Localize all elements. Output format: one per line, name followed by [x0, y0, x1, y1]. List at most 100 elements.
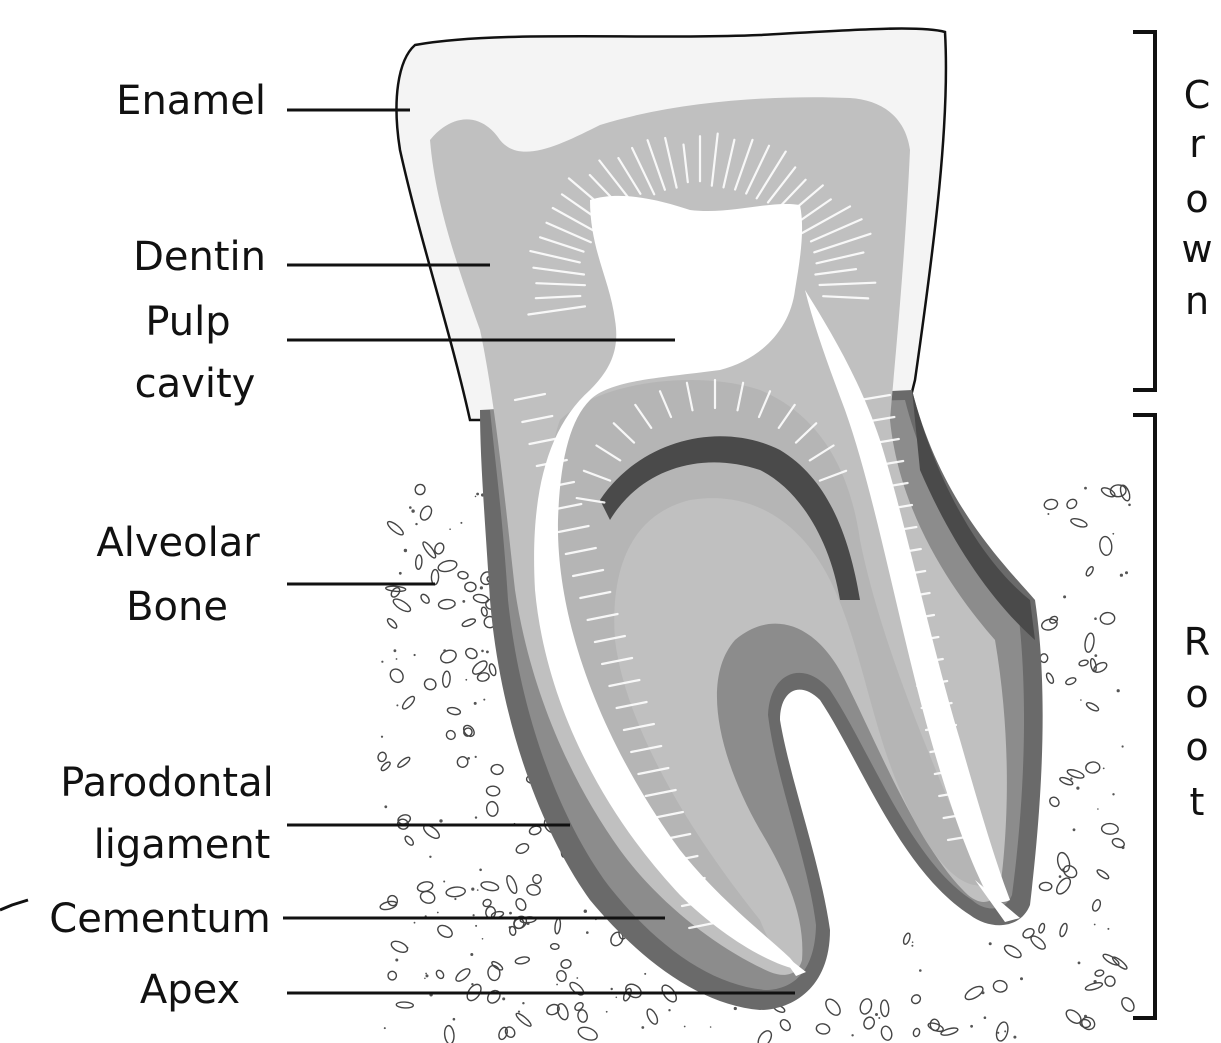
- bone-cell: [1041, 618, 1059, 632]
- bone-dot: [1063, 595, 1066, 598]
- bone-dot: [454, 604, 456, 606]
- bone-dot: [606, 1011, 608, 1013]
- crown-letter-5: n: [1185, 279, 1209, 323]
- bone-dot: [460, 522, 462, 524]
- bone-dot: [1117, 689, 1120, 692]
- bone-dot: [1073, 828, 1076, 831]
- bone-dot: [475, 756, 477, 758]
- label-pulp-line1: Pulp: [145, 299, 230, 345]
- bone-dot: [473, 914, 475, 916]
- bone-dot: [1094, 617, 1097, 620]
- bone-dot: [477, 889, 479, 891]
- bone-dot: [384, 805, 387, 808]
- bone-cell: [902, 932, 911, 945]
- bone-dot: [396, 658, 398, 660]
- bone-dot: [395, 959, 398, 962]
- bone-dot: [875, 1013, 878, 1016]
- bone-dot: [483, 699, 485, 701]
- bone-dot: [616, 997, 618, 999]
- bone-dot: [414, 922, 416, 924]
- bone-dot: [411, 509, 414, 512]
- bone-dot: [404, 549, 407, 552]
- bone-dot: [1076, 787, 1079, 790]
- bone-dot: [878, 1017, 880, 1019]
- bone-dot: [509, 912, 512, 915]
- bone-dot: [1059, 875, 1062, 878]
- bone-dot: [611, 988, 613, 990]
- bone-dot: [684, 1026, 686, 1028]
- bone-dot: [668, 1009, 670, 1011]
- bone-cell: [1043, 498, 1058, 510]
- bone-dot: [556, 984, 558, 986]
- bone-cell: [1054, 876, 1073, 897]
- bone-dot: [912, 941, 914, 943]
- bone-dot: [429, 856, 431, 858]
- cementum-edge-mark: [0, 900, 28, 910]
- root-letter-3: o: [1185, 725, 1208, 769]
- bone-dot: [710, 1026, 712, 1028]
- bone-dot: [437, 912, 439, 914]
- bone-dot: [424, 978, 426, 980]
- label-pulp-line2: cavity: [135, 361, 256, 407]
- label-alveolar-line2: Bone: [126, 584, 228, 630]
- crown-letter-3: o: [1185, 177, 1208, 221]
- bone-dot: [439, 819, 442, 822]
- label-apex: Apex: [140, 967, 240, 1013]
- bone-dot: [414, 654, 416, 656]
- bone-dot: [1112, 533, 1114, 535]
- bone-dot: [1107, 928, 1109, 930]
- bone-dot: [467, 757, 470, 760]
- crown-vertical-label: C r o w n: [1181, 73, 1212, 323]
- bone-dot: [425, 973, 427, 975]
- bone-dot: [576, 977, 578, 979]
- bone-dot: [481, 650, 484, 653]
- bone-dot: [384, 1027, 386, 1029]
- label-enamel: Enamel: [116, 78, 266, 124]
- bone-dot: [470, 953, 473, 956]
- bone-dot: [479, 869, 482, 872]
- bone-dot: [480, 586, 483, 589]
- bone-dot: [982, 991, 985, 994]
- bone-dot: [381, 736, 383, 738]
- label-cementum: Cementum: [49, 896, 270, 942]
- bone-dot: [405, 610, 407, 612]
- bone-dot: [443, 649, 446, 652]
- bone-dot: [475, 496, 477, 498]
- bone-dot: [1078, 962, 1081, 965]
- bone-dot: [1103, 768, 1105, 770]
- bone-dot: [644, 973, 646, 975]
- bone-dot: [399, 572, 402, 575]
- bone-dot: [919, 969, 922, 972]
- bone-dot: [1097, 808, 1099, 810]
- bone-dot: [471, 888, 474, 891]
- bone-dot: [1094, 924, 1096, 926]
- bone-dot: [465, 679, 467, 681]
- bone-dot: [1084, 487, 1087, 490]
- bone-cell: [1039, 882, 1052, 891]
- bone-cell: [1021, 927, 1035, 940]
- label-alveolar-line1: Alveolar: [96, 520, 260, 566]
- root-bracket: [1133, 415, 1155, 1018]
- bone-dot: [476, 493, 479, 496]
- bone-dot: [449, 528, 451, 530]
- bone-dot: [522, 1002, 524, 1004]
- bone-dot: [396, 704, 398, 706]
- bone-dot: [475, 925, 477, 927]
- bone-dot: [394, 649, 397, 652]
- bone-dot: [1047, 513, 1049, 515]
- bone-dot: [997, 1032, 999, 1034]
- bone-dot: [486, 651, 489, 654]
- bone-dot: [1125, 571, 1128, 574]
- bone-dot: [409, 506, 412, 509]
- bone-dot: [381, 661, 383, 663]
- bone-dot: [1020, 977, 1023, 980]
- bone-cell: [1065, 497, 1078, 510]
- bone-dot: [1070, 778, 1072, 780]
- bone-cell: [1038, 923, 1046, 934]
- crown-letter-1: C: [1184, 73, 1211, 117]
- root-letter-2: o: [1185, 672, 1208, 716]
- bone-dot: [462, 600, 465, 603]
- bone-dot: [518, 1011, 520, 1013]
